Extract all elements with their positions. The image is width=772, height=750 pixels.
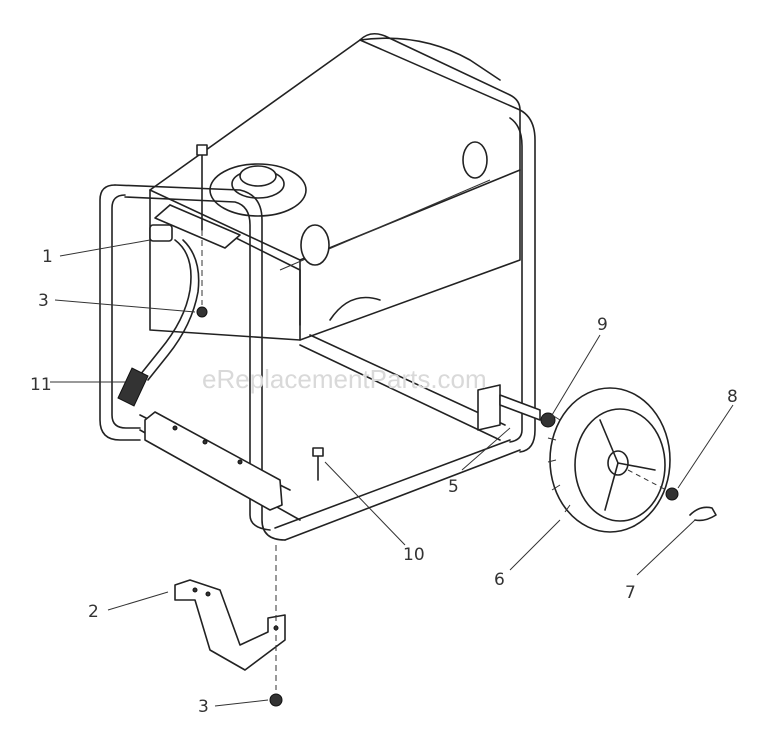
callout-5: 5: [448, 477, 459, 497]
callout-10: 10: [403, 545, 425, 565]
leader-lines: [50, 239, 734, 707]
generator-body: [149, 37, 521, 341]
bolt-top: [196, 144, 208, 318]
callout-2: 2: [88, 602, 99, 622]
callout-8: 8: [727, 387, 738, 407]
wheel-assembly: [477, 384, 717, 533]
watermark-text: eReplacementParts.com: [202, 364, 487, 394]
lower-bracket: [174, 545, 286, 707]
bolt-bottom: [312, 447, 324, 481]
callout-11: 11: [30, 375, 52, 395]
fuel-line-assembly: [117, 204, 241, 407]
callout-6: 6: [494, 570, 505, 590]
callout-9: 9: [597, 315, 608, 335]
callout-3-lower: 3: [198, 697, 209, 717]
callout-7: 7: [625, 583, 636, 603]
callout-3-upper: 3: [38, 291, 49, 311]
callout-1: 1: [42, 247, 53, 267]
frame: [99, 32, 536, 541]
